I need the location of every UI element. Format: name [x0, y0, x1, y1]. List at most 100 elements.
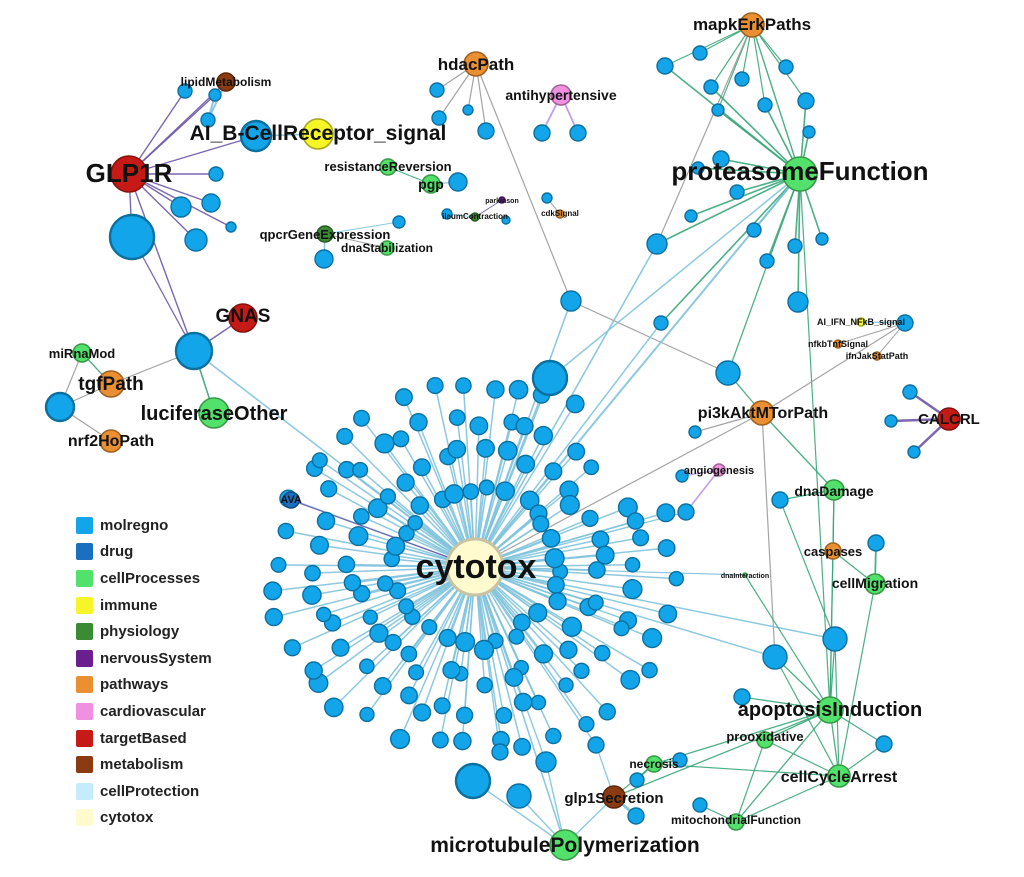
node-molregno: [884, 414, 898, 428]
node-prooxidative: [756, 731, 774, 749]
node-molregno: [394, 388, 413, 407]
node-molregno: [473, 639, 495, 661]
node-molregno: [426, 377, 444, 395]
node-molregno: [875, 735, 893, 753]
node-molregno: [656, 57, 674, 75]
node-molregno: [442, 660, 461, 680]
edge-cytotox: [292, 566, 476, 649]
node-molregno: [431, 731, 449, 749]
edge: [474, 412, 763, 568]
label-CALCRL: CALCRL: [918, 411, 980, 428]
node-molregno: [398, 598, 415, 615]
node-molregno: [352, 508, 370, 525]
node-apoptosisInduction: [816, 696, 844, 724]
node-molregno: [746, 222, 762, 238]
node-molregno: [358, 658, 375, 675]
node-molregno: [759, 253, 775, 269]
node-molregno: [656, 503, 676, 523]
node-molregno: [352, 461, 369, 478]
node-molregno: [535, 751, 557, 773]
node-molregno: [495, 707, 513, 724]
edge: [838, 583, 876, 777]
legend-swatch: [76, 623, 93, 641]
node-molregno: [44, 391, 76, 423]
node-molregno: [787, 238, 803, 254]
node-ifnJakStatPath: [872, 351, 882, 361]
node-pgp: [421, 174, 441, 194]
legend-swatch: [76, 649, 93, 667]
node-molregno: [533, 425, 554, 446]
node-molregno: [421, 618, 438, 636]
label-cellMigration: cellMigration: [832, 575, 918, 591]
legend-item-cardiovascular: cardiovascular: [76, 698, 212, 725]
node-molregno: [541, 192, 553, 204]
node-molregno: [410, 496, 430, 515]
node-molregno: [578, 715, 595, 733]
node-molregno: [264, 607, 283, 627]
label-pgp: pgp: [418, 176, 444, 192]
legend-item-pathways: pathways: [76, 672, 212, 699]
label-ileumContraction: ileumContraction: [442, 212, 508, 221]
label-dnaStabilization: dnaStabilization: [341, 241, 433, 255]
node-molregno: [533, 644, 554, 664]
node-molregno: [561, 616, 582, 637]
node-molregno: [512, 613, 531, 632]
node-qpcrGeneExpression: [316, 225, 334, 243]
legend-item-drug: drug: [76, 539, 212, 566]
node-molregno: [646, 233, 668, 255]
node-molregno: [501, 215, 511, 225]
node-AI_B-CellReceptor_signal: [302, 118, 334, 150]
node-molregno: [324, 697, 344, 718]
node-molregno: [170, 196, 192, 218]
node-molregno: [200, 112, 216, 128]
edge: [710, 86, 801, 175]
node-molregno: [455, 377, 472, 394]
node-molregno: [691, 161, 705, 175]
edge: [664, 24, 753, 67]
legend-item-cellProtection: cellProtection: [76, 778, 212, 805]
edge-cytotox: [474, 547, 667, 568]
node-tgfPath: [97, 370, 125, 398]
label-GNAS: GNAS: [216, 306, 271, 327]
node-molregno: [541, 528, 561, 548]
node-molregno: [412, 458, 431, 477]
node-molregno: [495, 481, 516, 502]
node-molregno: [583, 459, 600, 476]
node-molregno: [441, 208, 453, 220]
node-molregno: [733, 688, 751, 706]
label-lipidMetabolism: lipidMetabolism: [181, 75, 272, 89]
edge: [735, 709, 831, 823]
edge-cytotox: [474, 389, 497, 568]
label-cellCycleArrest: cellCycleArrest: [781, 769, 898, 786]
edge: [549, 173, 801, 379]
node-luciferaseOther: [198, 397, 230, 429]
label-miRnaMod: miRnaMod: [49, 346, 116, 361]
node-molregno: [560, 290, 582, 312]
node-molregno: [587, 594, 604, 611]
node-resistanceReversion: [379, 158, 397, 176]
node-molregno: [343, 573, 362, 592]
legend-label: cellProtection: [100, 782, 200, 800]
node-molregno: [559, 640, 578, 660]
node-molregno: [462, 104, 474, 116]
node-molregno: [715, 360, 741, 386]
node-molregno: [688, 425, 702, 439]
edge: [685, 469, 720, 513]
node-molregno: [283, 639, 302, 657]
node-molregno: [376, 575, 394, 592]
node-cellCycleArrest: [827, 764, 851, 788]
label-mapkErkPaths: mapkErkPaths: [693, 15, 811, 34]
node-molregno: [386, 536, 406, 556]
node-cellMigration: [864, 573, 886, 595]
node-molregno: [757, 97, 773, 113]
node-molregno: [711, 103, 725, 117]
node-molregno: [506, 783, 532, 809]
node-molregno: [567, 442, 586, 461]
node-molregno: [316, 511, 336, 531]
label-microtubulePolymerization: microtubulePolymerization: [430, 834, 700, 857]
label-antihypertensive: antihypertensive: [505, 87, 616, 103]
node-molregno: [208, 88, 222, 102]
node-molregno: [304, 564, 321, 582]
node-molregno: [632, 529, 650, 547]
node-GNAS: [228, 303, 258, 333]
